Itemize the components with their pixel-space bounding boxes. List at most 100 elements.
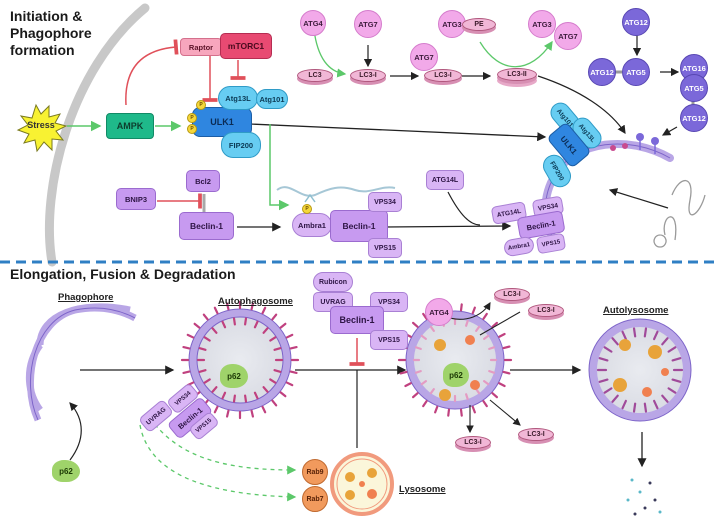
membrane-spike <box>202 313 209 321</box>
section-title-elongation: Elongation, Fusion & Degradation <box>10 266 236 282</box>
degradation-product <box>633 512 637 516</box>
degradation-product <box>658 510 662 514</box>
membrane-spike <box>253 320 259 329</box>
membrane-spike <box>232 394 236 403</box>
membrane-spike <box>273 369 282 373</box>
membrane-spike <box>232 317 236 326</box>
membrane-spike <box>471 306 476 315</box>
membrane-spike <box>221 320 227 329</box>
membrane-spike <box>482 400 488 408</box>
membrane-spike <box>465 393 469 401</box>
atg101-node: Atg101 <box>256 89 288 109</box>
membrane-spike <box>603 387 613 394</box>
lc3-i-released-1: LC3-I <box>494 288 530 301</box>
membrane-spike <box>285 381 294 387</box>
membrane-spike <box>667 346 677 353</box>
ambra1-node: Ambra1 <box>292 213 332 237</box>
membrane-spike <box>475 388 481 395</box>
stress-label: Stress <box>27 120 55 130</box>
membrane-spike <box>285 333 294 339</box>
membrane-spike <box>483 334 490 340</box>
atg3-node: ATG3 <box>438 10 466 38</box>
atg7-node: ATG7 <box>354 10 382 38</box>
membrane-spike <box>498 382 506 388</box>
membrane-spike <box>632 327 637 338</box>
cargo-particle <box>367 489 377 499</box>
degradation-product <box>648 481 652 485</box>
membrane-spike <box>261 405 267 414</box>
cargo-particle <box>642 387 652 397</box>
cargo-particle <box>345 490 355 500</box>
rab9-node: Rab9 <box>302 459 328 485</box>
membrane-spike <box>498 332 506 338</box>
autolysosome-label: Autolysosome <box>603 305 669 316</box>
membrane-spike <box>221 391 227 400</box>
vps15-rubicon-node: VPS15 <box>370 330 408 350</box>
membrane-spike <box>225 409 230 418</box>
membrane-spike <box>434 405 439 414</box>
membrane-spike <box>429 388 435 395</box>
membrane-spike <box>661 394 669 403</box>
degradation-product <box>638 490 642 494</box>
membrane-spike <box>611 394 619 403</box>
atg3-complex-node: ATG3 <box>528 10 556 38</box>
membrane-spike <box>213 405 219 414</box>
atg14l-node: ATG14L <box>426 170 464 190</box>
autophagosome-circle <box>189 309 291 411</box>
membrane-spike <box>186 333 195 339</box>
membrane-spike <box>253 391 259 400</box>
atg4-node: ATG4 <box>300 10 326 36</box>
membrane-spike <box>211 327 218 334</box>
phospho-marker: P <box>187 124 197 134</box>
membrane-spike <box>273 347 282 351</box>
atg7-bound-node: ATG7 <box>410 43 438 71</box>
degradation-product <box>653 498 657 502</box>
atg12-complex-node: ATG12 <box>680 104 708 132</box>
atg13l-node: Atg13L <box>218 86 258 110</box>
membrane-spike <box>667 387 677 394</box>
amphisome-circle <box>406 311 504 409</box>
rubicon-node: Rubicon <box>313 272 353 292</box>
title-line: formation <box>10 42 75 58</box>
membrane-spike <box>482 312 488 320</box>
pe-node: PE <box>462 18 496 31</box>
section-title-initiation: Initiation & Phagophore formation <box>10 8 92 59</box>
cargo-particle <box>359 481 365 487</box>
vps34-node: VPS34 <box>368 192 402 212</box>
membrane-spike <box>653 399 659 410</box>
atg5-complex-node: ATG5 <box>680 74 708 102</box>
membrane-spike <box>244 317 248 326</box>
membrane-spike <box>475 325 481 332</box>
membrane-spike <box>420 380 427 386</box>
degradation-product <box>630 478 634 482</box>
cargo-particle <box>470 380 480 390</box>
degradation-product <box>643 506 647 510</box>
membrane-spike <box>502 370 511 375</box>
membrane-spike <box>471 405 476 414</box>
cargo-particle <box>345 472 355 482</box>
membrane-spike <box>261 306 267 315</box>
lysosome-label: Lysosome <box>399 484 446 495</box>
membrane-spike <box>491 321 499 328</box>
membrane-spike <box>262 386 269 393</box>
p62-amphisome: p62 <box>443 363 469 387</box>
membrane-spike <box>465 319 469 327</box>
membrane-spike <box>269 336 277 342</box>
bcl2-node: Bcl2 <box>186 170 220 192</box>
golgi-icon <box>653 179 706 248</box>
membrane-spike <box>429 325 435 332</box>
membrane-spike <box>414 370 422 374</box>
membrane-spike <box>643 327 648 338</box>
membrane-spike <box>250 302 255 311</box>
cargo-particle <box>434 339 446 351</box>
mtorc1-node: mTORC1 <box>220 33 272 59</box>
membrane-spike <box>213 306 219 315</box>
membrane-spike <box>502 345 511 350</box>
phagophore-label: Phagophore <box>58 292 114 303</box>
lc3-i-released-3: LC3-I <box>455 436 491 449</box>
membrane-spike <box>198 347 207 351</box>
cargo-particle <box>648 345 662 359</box>
membrane-spike <box>404 382 412 388</box>
membrane-spike <box>203 336 211 342</box>
membrane-spike <box>262 327 269 334</box>
